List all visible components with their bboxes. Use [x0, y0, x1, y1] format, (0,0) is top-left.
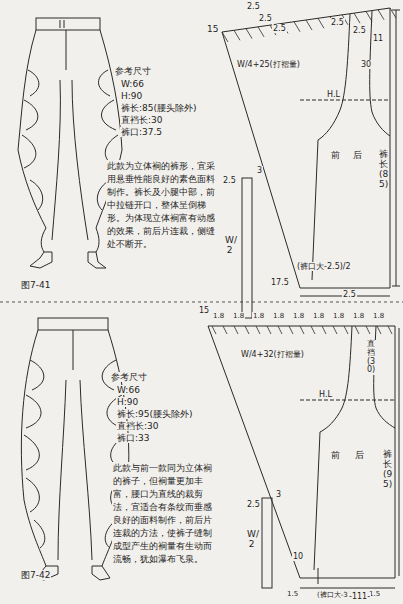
pleat-tick — [318, 18, 324, 28]
pleat-tick — [366, 11, 372, 21]
pattern-label: 1.8 — [332, 312, 345, 320]
pattern-label: W:66 — [116, 385, 141, 395]
pattern-label: 30 — [360, 60, 372, 69]
pattern-label: 图7-41 — [20, 280, 51, 290]
pattern-label: 直裆长:30 — [116, 421, 159, 431]
pattern-label: 1.8 — [232, 312, 245, 320]
pattern-label: 裤长:85(腰头除外) — [120, 103, 198, 113]
pleat-tick — [390, 8, 396, 18]
pattern-label: 裤长:95(腰头除外) — [116, 409, 194, 419]
pattern-label: 图7-42 — [20, 570, 51, 580]
pleat-tick — [294, 22, 300, 32]
pattern-label: 3 — [275, 490, 282, 499]
pattern-label: 裤口:33 — [116, 433, 150, 443]
pattern-label: 后 — [352, 150, 363, 160]
pleat-tick — [344, 326, 348, 334]
pattern-label: 2.5 — [222, 176, 237, 185]
pattern-label: 3 — [256, 166, 263, 175]
pattern-label: 1.8 — [292, 312, 305, 320]
pattern-label: 17.5 — [270, 278, 290, 287]
pleat-tick — [322, 326, 326, 334]
pleat-tick — [333, 326, 337, 334]
pattern-label: 15 — [206, 24, 219, 34]
pleat-tick — [267, 326, 271, 334]
pattern-label: 参考尺寸 — [110, 372, 148, 382]
pleat-tick — [234, 30, 240, 40]
description-text: 此款与前一款同为立体裥的裤子，但裥量更加丰富，腰口为直线的裁剪法，宜适合有条纹而… — [112, 462, 218, 566]
pattern-label: 2.5 — [258, 14, 273, 23]
pleat-tick — [306, 20, 312, 30]
description-text: 此款为立体裥的裤形，宜采用悬垂性能良好的素色面料制作。裤长及小腿中部，前中拉链开… — [106, 160, 216, 251]
pattern-label: 裤长(95) — [382, 450, 393, 490]
pleat-tick — [278, 326, 282, 334]
pattern-label: 裤口:37.5 — [120, 127, 163, 137]
pleat-tick — [354, 13, 360, 23]
pleat-tick — [355, 326, 359, 334]
pattern-label: H.L — [318, 390, 333, 399]
pattern-label: 11 — [372, 34, 384, 43]
pattern-label: W/2 — [224, 236, 235, 256]
pleat-tick — [245, 326, 249, 334]
pattern-label: W:66 — [120, 79, 145, 89]
pattern-label: 2.5 — [272, 24, 287, 33]
pattern-label: 1.5 — [286, 590, 299, 598]
pattern-label: W/2 — [246, 530, 257, 550]
pattern-label: 2.5 — [330, 18, 345, 27]
pattern-label: W/4+32(打褶量) — [240, 350, 305, 359]
pleat-tick — [300, 326, 304, 334]
pleat-tick — [256, 326, 260, 334]
pattern-label: 直裆(30) — [366, 340, 376, 375]
pleat-tick — [234, 326, 238, 334]
pleat-tick — [222, 32, 228, 42]
pattern-label: 10 — [292, 552, 304, 561]
pattern-label: W/4+25(打褶量) — [236, 60, 301, 69]
pattern-label: 1.8 — [212, 312, 225, 320]
pattern-label: 前 — [330, 150, 341, 160]
pattern-label: (裤口大-2.5)/2 — [296, 262, 352, 271]
pattern-label: 1.8 — [352, 312, 365, 320]
pleat-tick — [212, 326, 216, 334]
pattern-label: 1.8 — [252, 312, 265, 320]
pattern-label: 2.5 — [352, 26, 367, 35]
pattern-label: H.L — [326, 90, 341, 99]
pleat-tick — [311, 326, 315, 334]
pleat-tick — [258, 27, 264, 37]
pleat-tick — [388, 326, 392, 334]
pattern-label: 直裆长:30 — [120, 115, 163, 125]
pleat-tick — [246, 29, 252, 39]
pattern-label: H:90 — [116, 397, 139, 407]
pleat-tick — [377, 326, 381, 334]
pattern-label: 2.5 — [342, 290, 357, 299]
pleat-tick — [223, 326, 227, 334]
pleat-tick — [289, 326, 293, 334]
pattern-label: 前 — [330, 450, 341, 460]
pattern-label: 2.5 — [246, 500, 261, 509]
pattern-label: 参考尺寸 — [114, 66, 152, 76]
pattern-label: 1.8 — [312, 312, 325, 320]
pleat-tick — [378, 10, 384, 20]
pattern-label: 裤长(85) — [378, 150, 389, 190]
pattern-label: 2.5 — [246, 2, 261, 11]
pattern-label: H:90 — [120, 91, 143, 101]
pattern-label: 1.8 — [372, 312, 385, 320]
pattern-label: 后 — [354, 450, 365, 460]
pleat-tick — [366, 326, 370, 334]
pattern-label: -111- — [348, 592, 371, 601]
pattern-label: 15 — [198, 306, 210, 315]
pattern-label: 1.8 — [272, 312, 285, 320]
